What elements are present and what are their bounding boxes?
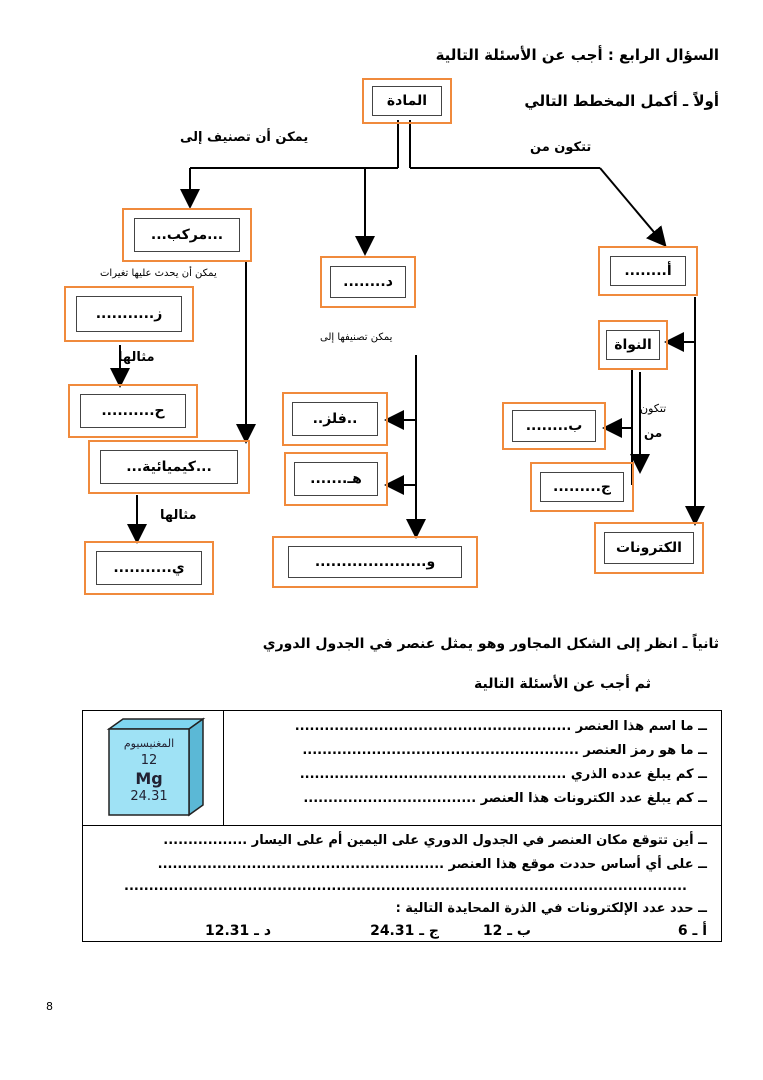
z-field[interactable]: ز........... [76,296,182,332]
y-box: ي........... [84,541,214,595]
answer-line: ........................................… [124,879,687,894]
element-mass: 24.31 [130,789,168,804]
metal-box: ..فلز.. [282,392,388,446]
label-composed: تتكون من [530,140,592,155]
question-element-symbol: ــ ما هو رمز العنصر ....................… [302,743,707,758]
b-field[interactable]: ب........ [512,410,596,442]
label-composed2b: من [644,426,663,440]
table-divider [83,825,721,826]
question-table: المغنيسيوم 12 Mg 24.31 ــ ما اسم هذا الع… [82,710,722,942]
question-table-position: ــ أين تتوقع مكان العنصر في الجدول الدور… [163,833,707,848]
nucleus-box: النواة [598,320,668,370]
label-example2: مثالها [160,508,197,523]
page-number: 8 [46,1000,53,1013]
part2-title: ثانياً ـ انظر إلى الشكل المجاور وهو يمثل… [262,636,719,652]
option-a[interactable]: أ ـ 6 [677,923,707,939]
compound-label: ...مركب... [134,218,240,252]
compound-box: ...مركب... [122,208,252,262]
d-box: د........ [320,256,416,308]
question-element-name: ــ ما اسم هذا العنصر ...................… [294,719,707,734]
diagram-connectors [110,120,705,544]
element-name: المغنيسيوم [123,737,175,750]
label-classify2: يمكن تصنيفها إلى [320,332,393,343]
chemical-label: ...كيميائية... [100,450,238,484]
b-box: ب........ [502,402,606,450]
d-field[interactable]: د........ [330,266,406,298]
j-box: ج......... [530,462,634,512]
a-box: أ........ [598,246,698,296]
element-cube-icon [106,717,206,817]
option-d[interactable]: د ـ 12.31 [204,923,271,939]
y-field[interactable]: ي........... [96,551,202,585]
part2-subtitle: ثم أجب عن الأسئلة التالية [473,676,651,692]
question-electron-count: ــ كم يبلغ عدد الكترونات هذا العنصر ....… [303,791,707,806]
element-card: المغنيسيوم 12 Mg 24.31 [103,715,207,819]
electrons-label: الكترونات [604,532,694,564]
label-classify: يمكن أن تصنيف إلى [180,130,309,145]
h-field[interactable]: ح.......... [80,394,186,428]
w-field[interactable]: و..................... [288,546,462,578]
nucleus-label: النواة [606,330,660,360]
question-neutral-electrons: ــ حدد عدد الإلكترونات في الذرة المحايدة… [395,901,707,916]
question-heading: السؤال الرابع : أجب عن الأسئلة التالية [435,46,719,64]
element-number: 12 [140,753,158,768]
label-example1: مثالها [118,350,155,365]
label-changes: يمكن أن يحدث عليها تغيرات [100,268,217,279]
he-box: هـ....... [284,452,388,506]
h-box: ح.......... [68,384,198,438]
root-label: المادة [372,86,442,116]
table-column-divider [223,711,224,825]
a-field[interactable]: أ........ [610,256,686,286]
label-composed2a: تتكون [640,402,667,415]
z-box: ز........... [64,286,194,342]
he-field[interactable]: هـ....... [294,462,378,496]
question-atomic-number: ــ كم يبلغ عدده الذري ..................… [299,767,707,782]
part1-title: أولاً ـ أكمل المخطط التالي [524,92,719,110]
electrons-box: الكترونات [594,522,704,574]
question-basis: ــ على أي أساس حددت موقع هذا العنصر ....… [157,857,707,872]
j-field[interactable]: ج......... [540,472,624,502]
chemical-box: ...كيميائية... [88,440,250,494]
root-box: المادة [362,78,452,124]
w-box: و..................... [272,536,478,588]
element-symbol: Mg [135,769,163,788]
option-c[interactable]: ج ـ 24.31 [370,923,439,939]
option-b[interactable]: ب ـ 12 [482,923,531,939]
metal-label: ..فلز.. [292,402,378,436]
